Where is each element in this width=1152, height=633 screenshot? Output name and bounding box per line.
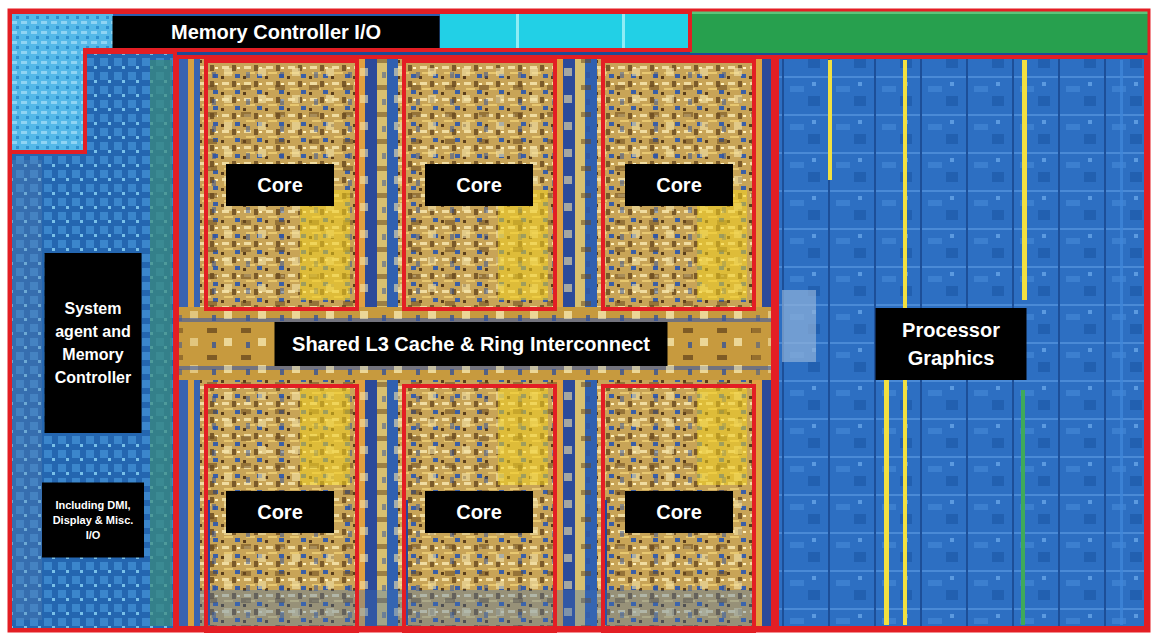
cpu-core: Core <box>204 59 359 311</box>
cpu-core: Core <box>402 59 557 311</box>
region-label: Shared L3 Cache & Ring Interconnect <box>275 322 668 366</box>
region-label: Core <box>425 164 533 206</box>
region-label: Core <box>425 491 533 533</box>
cpu-core: Core <box>601 59 756 311</box>
graphics-region: Processor Graphics <box>775 55 1148 630</box>
region-label: Memory Controller I/O <box>113 16 440 48</box>
region-label: Core <box>625 164 733 206</box>
region-label: Core <box>226 491 334 533</box>
cpu-core: Core <box>204 384 359 633</box>
region-label: Core <box>226 164 334 206</box>
region-outline <box>10 12 690 152</box>
region-label: Processor Graphics <box>876 308 1027 380</box>
region-label: System agent and Memory Controller <box>45 253 142 433</box>
core-complex-region: Shared L3 Cache & Ring InterconnectCoreC… <box>175 55 775 630</box>
system-agent-region: System agent and Memory ControllerInclud… <box>10 52 175 630</box>
cpu-core: Core <box>601 384 756 633</box>
cpu-core: Core <box>402 384 557 633</box>
memory-io-region: Memory Controller I/O <box>10 12 690 152</box>
region-label: Core <box>625 491 733 533</box>
region-label: Including DMI, Display & Misc. I/O <box>42 483 144 558</box>
region-outline <box>10 52 175 630</box>
